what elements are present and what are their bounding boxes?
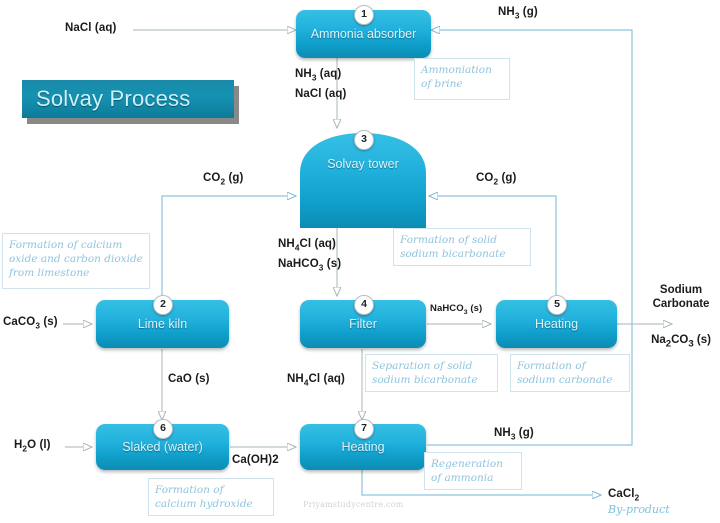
stream-label-co2-left: CO2 (g) <box>203 172 244 187</box>
output-byproduct-caption: By-product <box>608 503 670 516</box>
stream-label-caoh2: Ca(OH)2 <box>232 454 279 466</box>
node-label: Heating <box>341 440 385 454</box>
node-solvay-tower[interactable]: Solvay tower <box>300 133 426 228</box>
node-filter[interactable]: Filter <box>300 300 426 348</box>
node-label: Ammonia absorber <box>310 27 417 41</box>
note-carbonate: Formation of sodium carbonate <box>510 354 630 392</box>
node-label: Filter <box>349 317 377 331</box>
node-label: Lime kiln <box>137 317 188 331</box>
note-regeneration: Regeneration of ammonia <box>424 452 522 490</box>
wire-cacl2-byproduct <box>361 470 601 495</box>
note-bicarbonate: Formation of solid sodium bicarbonate <box>393 228 531 266</box>
stream-label-nh4cl-down: NH4Cl (aq) <box>287 373 345 388</box>
stream-label-co2-right: CO2 (g) <box>476 172 517 187</box>
wire-nh3-recycle <box>427 30 633 446</box>
note-hydroxide: Formation of calcium hydroxide <box>148 478 274 516</box>
output-sodium-carbonate-name: Sodium Carbonate <box>652 284 710 310</box>
node-badge-3: 3 <box>354 130 374 150</box>
node-badge-2: 2 <box>153 295 173 315</box>
node-label: Heating <box>534 317 579 331</box>
node-label: Slaked (water) <box>122 440 203 454</box>
stream-label-absorber-out-nh3: NH3 (aq) <box>295 68 342 83</box>
stream-label-caco3-in: CaCO3 (s) <box>3 316 58 331</box>
watermark: Priyamstudycentre.com <box>303 500 404 509</box>
stream-label-tower-out-nahco3: NaHCO3 (s) <box>278 258 342 273</box>
stream-label-tower-out-nh4cl: NH4Cl (aq) <box>278 238 336 253</box>
page-title-text: Solvay Process <box>36 86 191 111</box>
note-limestone: Formation of calcium oxide and carbon di… <box>2 233 150 289</box>
node-ammonia-absorber[interactable]: Ammonia absorber <box>296 10 431 58</box>
node-badge-1: 1 <box>354 5 374 25</box>
stream-label-h2o-in: H2O (l) <box>14 439 51 454</box>
stream-label-absorber-out-nacl: NaCl (aq) <box>295 88 347 100</box>
stream-label-nh3-recycle-top: NH3 (g) <box>498 6 538 21</box>
node-badge-7: 7 <box>354 419 374 439</box>
node-badge-6: 6 <box>153 419 173 439</box>
node-badge-5: 5 <box>547 295 567 315</box>
node-badge-4: 4 <box>354 295 374 315</box>
output-sodium-carbonate-formula: Na2CO3 (s) <box>651 334 711 350</box>
stream-label-cao: CaO (s) <box>168 373 210 385</box>
node-label: Solvay tower <box>327 157 399 171</box>
stream-label-nahco3-solid: NaHCO3 (s) <box>430 303 483 316</box>
wire-co2-limekiln-to-tower <box>161 196 296 300</box>
page-title: Solvay Process <box>22 80 234 118</box>
stream-label-cacl2: CaCl2 <box>608 488 640 503</box>
tower-shape <box>300 133 426 228</box>
wire-co2-heating5-to-tower <box>429 196 557 300</box>
note-separation: Separation of solid sodium bicarbonate <box>365 354 498 392</box>
stream-label-nh3-from-heating: NH3 (g) <box>494 427 534 442</box>
stream-label-nacl-in: NaCl (aq) <box>65 22 117 34</box>
note-ammoniation: Ammoniation of brine <box>414 58 510 100</box>
